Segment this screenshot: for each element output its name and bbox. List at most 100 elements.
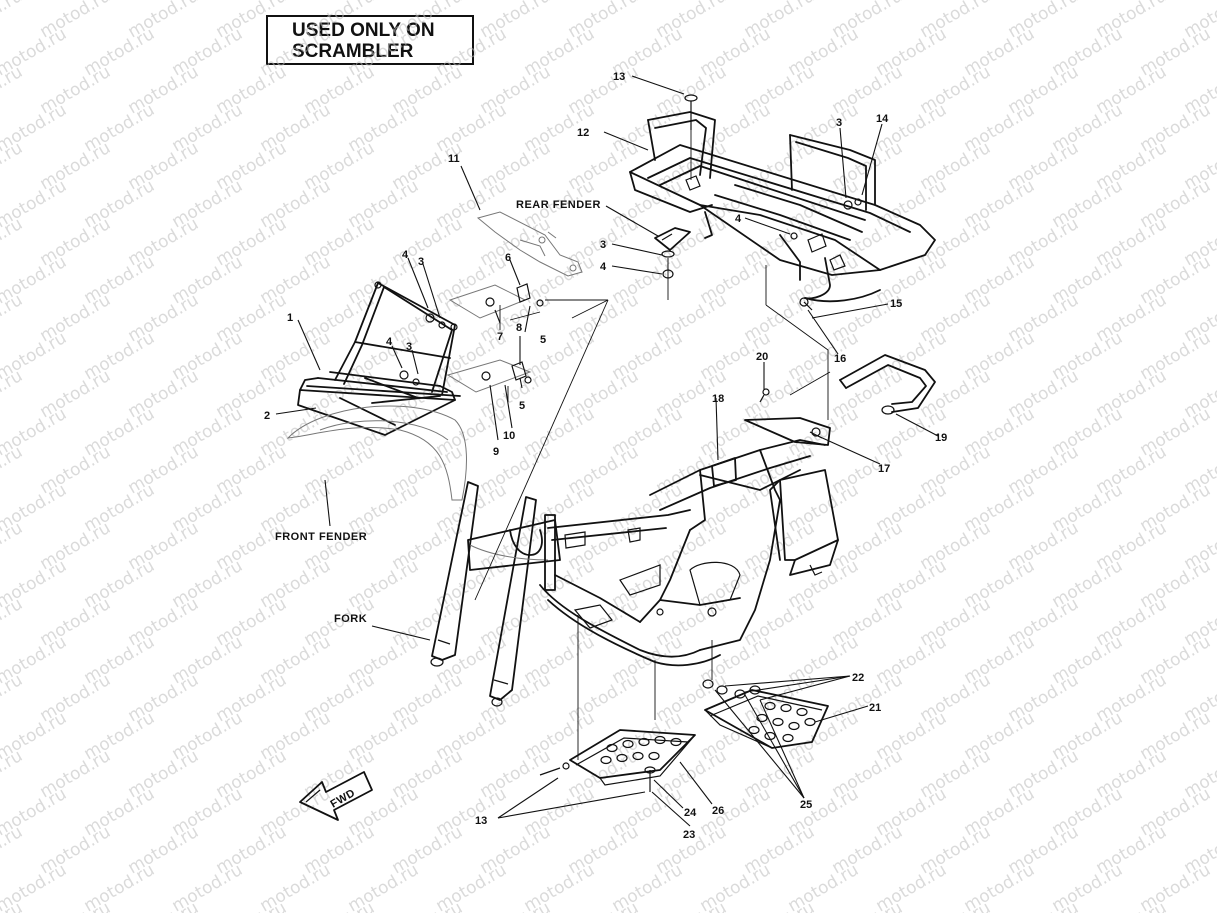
callout-17: 17 (878, 463, 890, 475)
watermark-text: motod.ru (0, 214, 26, 270)
callout-6: 6 (505, 252, 511, 264)
watermark-text: motod.ru (1005, 898, 1083, 913)
front-rack (297, 281, 461, 436)
footrest-hole (670, 737, 682, 747)
footrest-hole (632, 751, 644, 761)
footrest-left-26 (569, 729, 696, 786)
callout-15: 15 (890, 298, 902, 310)
callout-4: 4 (386, 336, 393, 348)
footrest-hole (764, 701, 776, 711)
watermark-text: motod.ru (0, 518, 26, 574)
callout-22: 22 (852, 672, 864, 684)
scrambler-only-notice-box: USED ONLY ON SCRAMBLER (266, 15, 474, 65)
callout-13: 13 (475, 815, 487, 827)
watermark-text: motod.ru (389, 898, 467, 913)
watermark-text: motod.ru (213, 898, 291, 913)
footrest-hole (804, 717, 816, 727)
footrest-hole (788, 721, 800, 731)
front-fender-label: FRONT FENDER (275, 531, 367, 543)
fork (430, 481, 561, 707)
callout-25: 25 (800, 799, 812, 811)
callout-2: 2 (264, 410, 270, 422)
leader-lines (275, 75, 939, 827)
callout-4: 4 (735, 213, 742, 225)
footrest-hole (654, 735, 666, 745)
callout-4: 4 (600, 261, 607, 273)
watermark-text: motod.ru (0, 594, 26, 650)
callout-18: 18 (712, 393, 724, 405)
footrest-hole (638, 737, 650, 747)
callout-3: 3 (406, 341, 412, 353)
callout-26: 26 (712, 805, 724, 817)
watermark-text: motod.ru (829, 898, 907, 913)
callout-3: 3 (418, 256, 424, 268)
rear-rack (629, 111, 936, 303)
callout-16: 16 (834, 353, 846, 365)
watermark-text: motod.ru (1181, 898, 1217, 913)
rear-fender-bracket (654, 227, 691, 279)
callout-23: 23 (683, 829, 695, 841)
notice-line-1: USED ONLY ON (292, 20, 435, 41)
callout-5: 5 (519, 400, 525, 412)
footrest-right-21 (704, 689, 829, 749)
footrest-hole (606, 743, 618, 753)
notice-line-2: SCRAMBLER (292, 41, 414, 62)
watermark-text: motod.ru (477, 898, 555, 913)
callout-8: 8 (516, 322, 522, 334)
callout-13: 13 (613, 71, 625, 83)
footrest-hole (782, 733, 794, 743)
watermark-text: motod.ru (0, 670, 26, 726)
watermark-text: motod.ru (0, 442, 26, 498)
footrest-hole (622, 739, 634, 749)
rack-bracket-11 (476, 211, 583, 277)
footrest-hole (756, 713, 768, 723)
watermark-text: motod.ru (125, 898, 203, 913)
watermark-text: motod.ru (653, 898, 731, 913)
footrest-hole (616, 753, 628, 763)
callout-numbers: 1 2 3 3 3 3 4 4 4 4 5 5 6 7 8 9 10 11 12… (264, 71, 947, 841)
hardware-cluster-lower (399, 359, 532, 393)
watermark-text: motod.ru (301, 898, 379, 913)
watermark-text: motod.ru (0, 62, 26, 118)
callout-24: 24 (684, 807, 697, 819)
part-name-labels: REAR FENDER FRONT FENDER FORK (275, 199, 601, 625)
callout-12: 12 (577, 127, 589, 139)
callout-20: 20 (756, 351, 768, 363)
callout-3: 3 (836, 117, 842, 129)
callout-4: 4 (402, 249, 409, 261)
rear-rack-hardware (684, 94, 862, 311)
fork-label: FORK (334, 613, 367, 625)
watermark-text: motod.ru (0, 0, 26, 42)
footrest-hole (748, 725, 760, 735)
assembly-guide-lines (474, 130, 831, 760)
watermark-text: motod.ru (0, 746, 26, 802)
footrest-hardware (539, 679, 761, 792)
callout-3: 3 (600, 239, 606, 251)
rear-fender-label: REAR FENDER (516, 199, 601, 211)
callout-9: 9 (493, 446, 499, 458)
front-fender (286, 405, 467, 501)
watermark-text: motod.ru (0, 822, 26, 878)
callout-19: 19 (935, 432, 947, 444)
watermark-text: motod.ru (37, 898, 115, 913)
callout-11: 11 (448, 153, 460, 165)
callout-21: 21 (869, 702, 881, 714)
fwd-label: FWD (329, 787, 358, 811)
footrest-hole (648, 751, 660, 761)
watermark-text: motod.ru (1093, 898, 1171, 913)
callout-1: 1 (287, 312, 293, 324)
callout-7: 7 (497, 331, 503, 343)
footrest-hole (600, 755, 612, 765)
watermark-text: motod.ru (0, 366, 26, 422)
footrest-hole (780, 703, 792, 713)
rear-grab-bar (839, 354, 936, 415)
callout-10: 10 (503, 430, 515, 442)
watermark-text: motod.ru (565, 898, 643, 913)
hardware-cluster-upper (425, 283, 544, 329)
callout-14: 14 (876, 113, 889, 125)
watermark-text: motod.ru (0, 138, 26, 194)
watermark-text: motod.ru (741, 898, 819, 913)
watermark-text: motod.ru (0, 290, 26, 346)
watermark-text: motod.ru (917, 898, 995, 913)
